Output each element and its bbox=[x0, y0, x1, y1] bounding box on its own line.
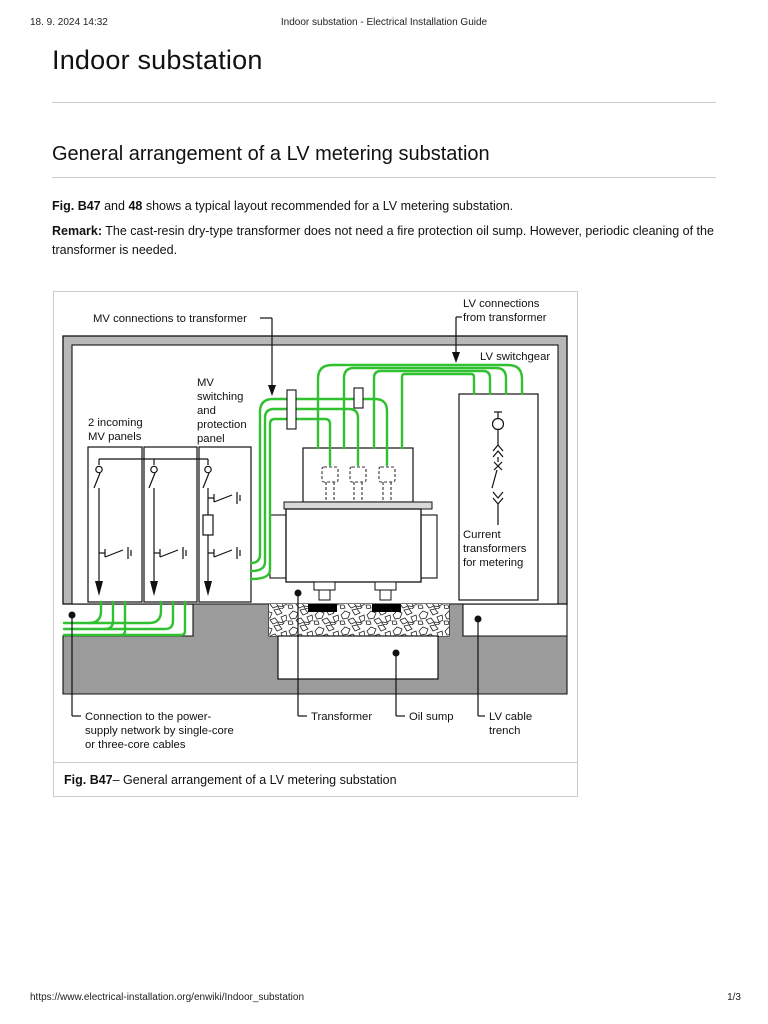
intro-rest: shows a typical layout recommended for a… bbox=[142, 199, 514, 213]
mv-panels bbox=[87, 446, 252, 603]
label-mv-switching-1: MV bbox=[197, 377, 214, 389]
remark-text: The cast-resin dry-type transformer does… bbox=[52, 224, 714, 257]
remark-label: Remark: bbox=[52, 224, 103, 238]
figure-caption-ref: Fig. B47 bbox=[64, 772, 113, 787]
figure-caption-text: – General arrangement of a LV metering s… bbox=[112, 772, 397, 787]
fig-ref: Fig. B47 bbox=[52, 199, 101, 213]
print-header-date: 18. 9. 2024 14:32 bbox=[30, 17, 108, 28]
label-mv-switching-2: switching bbox=[197, 391, 243, 403]
page-title: Indoor substation bbox=[52, 45, 263, 75]
transformer-bushings bbox=[321, 466, 396, 502]
intro-and: and bbox=[100, 199, 129, 213]
label-ct-1: Current bbox=[463, 529, 502, 541]
title-divider bbox=[52, 102, 716, 103]
label-ct-2: transformers bbox=[463, 543, 527, 555]
substation-diagram: MV connections to transformer LV connect… bbox=[62, 298, 568, 751]
label-lv-trench-1: LV cable bbox=[489, 711, 532, 723]
foot-pad-left bbox=[308, 604, 337, 612]
label-transformer: Transformer bbox=[311, 711, 372, 723]
mv-cables bbox=[249, 397, 389, 581]
leader-lines bbox=[68, 316, 485, 717]
fig-num: 48 bbox=[128, 199, 143, 213]
label-oil-sump: Oil sump bbox=[409, 711, 454, 723]
lv-switchgear-cabinet bbox=[458, 393, 539, 601]
label-lv-trench-2: trench bbox=[489, 725, 520, 737]
diagram-labels: MV connections to transformer LV connect… bbox=[85, 298, 550, 751]
label-mv-switching-3: and bbox=[197, 405, 216, 417]
print-footer-url: https://www.electrical-installation.org/… bbox=[30, 992, 305, 1003]
figure-b47: MV connections to transformer LV connect… bbox=[53, 291, 578, 797]
print-footer-page-number: 1/3 bbox=[727, 992, 741, 1003]
label-connection-3: or three-core cables bbox=[85, 739, 186, 751]
foot-pad-right bbox=[372, 604, 401, 612]
lv-cables bbox=[316, 363, 524, 450]
section-divider bbox=[52, 177, 716, 178]
print-header-title: Indoor substation - Electrical Installat… bbox=[280, 17, 488, 28]
section-heading: General arrangement of a LV metering sub… bbox=[52, 143, 490, 165]
label-lv-connections-1: LV connections bbox=[463, 298, 540, 310]
figure-caption: Fig. B47 – General arrangement of a LV m… bbox=[54, 762, 577, 796]
remark-paragraph: Remark: The cast-resin dry-type transfor… bbox=[52, 222, 716, 260]
mv-panel-symbols bbox=[93, 458, 241, 596]
label-mv-switching-4: protection bbox=[197, 419, 247, 431]
cable-cleats bbox=[286, 387, 364, 430]
trench-cables bbox=[62, 600, 187, 637]
oil-sump-pit bbox=[277, 635, 439, 680]
label-connection-1: Connection to the power- bbox=[85, 711, 211, 723]
intro-paragraph: Fig. B47 and 48 shows a typical layout r… bbox=[52, 197, 716, 216]
ground-slab bbox=[62, 603, 568, 695]
label-incoming-1: 2 incoming bbox=[88, 417, 143, 429]
label-ct-3: for metering bbox=[463, 557, 523, 569]
label-connection-2: supply network by single-core bbox=[85, 725, 234, 737]
label-mv-connections: MV connections to transformer bbox=[93, 313, 247, 325]
label-incoming-2: MV panels bbox=[88, 431, 142, 443]
gravel-bed bbox=[269, 604, 449, 636]
label-lv-connections-2: from transformer bbox=[463, 312, 547, 324]
label-mv-switching-5: panel bbox=[197, 433, 225, 445]
label-lv-switchgear: LV switchgear bbox=[480, 351, 550, 363]
